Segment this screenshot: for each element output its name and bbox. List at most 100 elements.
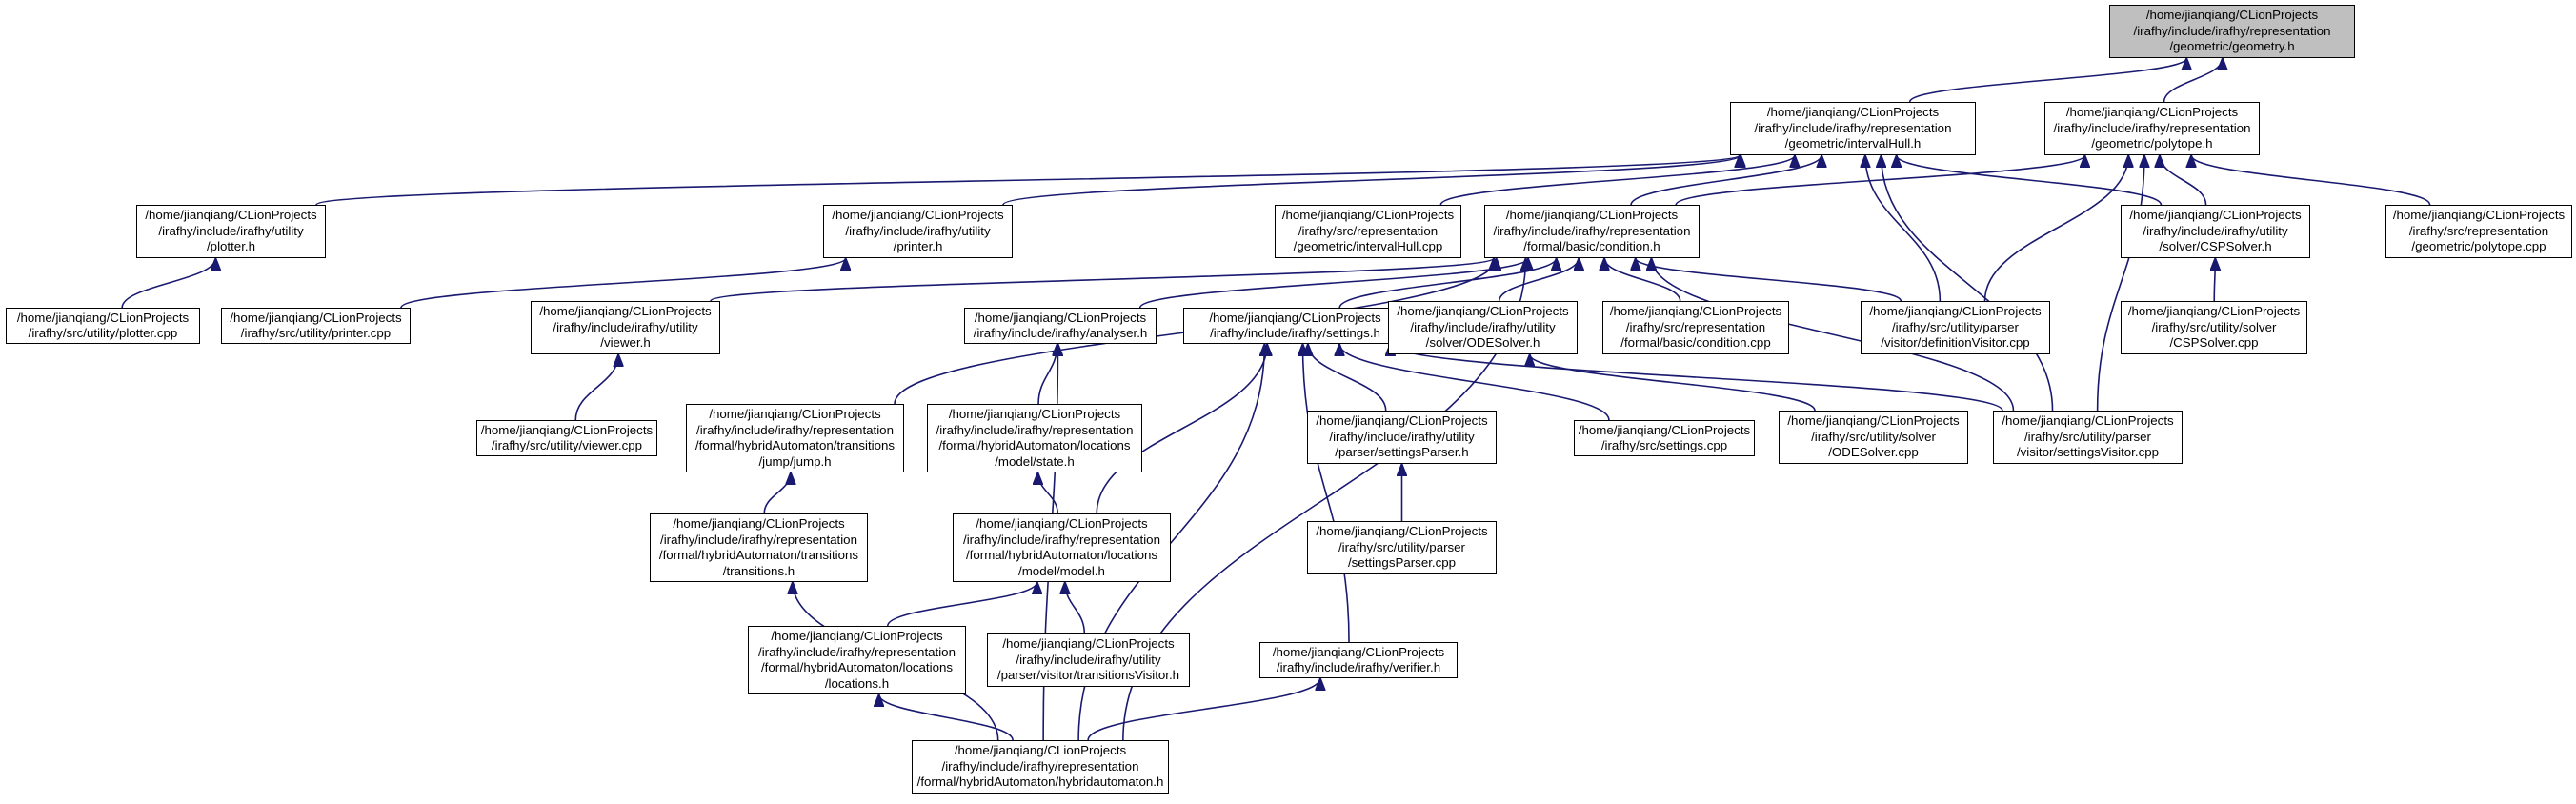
edge-printer-cpp-to-printer-h xyxy=(400,258,846,309)
node-label-line: /home/jianqiang/CLionProjects xyxy=(948,407,1121,421)
edge-odesolver-cpp-to-odesolver-h xyxy=(1530,354,1816,412)
node-condition-cpp[interactable]: /home/jianqiang/CLionProjects/irafhy/src… xyxy=(1602,301,1789,354)
edge-plotter-cpp-to-plotter-h xyxy=(121,258,215,309)
node-label-line: /irafhy/include/irafhy/utility xyxy=(1329,429,1475,444)
node-cspsolver-cpp[interactable]: /home/jianqiang/CLionProjects/irafhy/src… xyxy=(2121,301,2307,354)
node-viewer-cpp[interactable]: /home/jianqiang/CLionProjects/irafhy/src… xyxy=(476,420,657,456)
node-label-line: /transitions.h xyxy=(722,563,795,578)
edge-settingsvisitor-to-polytope xyxy=(2096,155,2144,412)
node-model-h[interactable]: /home/jianqiang/CLionProjects/irafhy/inc… xyxy=(953,513,1171,582)
edge-polytope-to-geometry xyxy=(2163,58,2223,103)
node-label-line: /irafhy/src/settings.cpp xyxy=(1600,438,1728,452)
node-label-line: /home/jianqiang/CLionProjects xyxy=(1578,422,1751,437)
node-locations-h[interactable]: /home/jianqiang/CLionProjects/irafhy/inc… xyxy=(748,626,966,694)
node-settings-h[interactable]: /home/jianqiang/CLionProjects/irafhy/inc… xyxy=(1183,308,1407,344)
node-label-line: /irafhy/src/representation xyxy=(1625,319,1766,334)
edge-model-h-to-state-h xyxy=(1037,472,1059,514)
node-label-line: /irafhy/include/irafhy/utility xyxy=(2143,223,2288,238)
node-label-line: /home/jianqiang/CLionProjects xyxy=(539,304,712,319)
node-label-line: /home/jianqiang/CLionProjects xyxy=(1281,208,1455,223)
node-label-line: /home/jianqiang/CLionProjects xyxy=(1316,413,1488,429)
node-odesolver-cpp[interactable]: /home/jianqiang/CLionProjects/irafhy/src… xyxy=(1779,411,1968,464)
node-printer-h[interactable]: /home/jianqiang/CLionProjects/irafhy/inc… xyxy=(823,205,1013,258)
node-polytope-cpp[interactable]: /home/jianqiang/CLionProjects/irafhy/src… xyxy=(2385,205,2572,258)
node-label-line: /parser/visitor/transitionsVisitor.h xyxy=(996,668,1180,683)
node-label-line: /irafhy/include/irafhy/verifier.h xyxy=(1276,660,1441,674)
node-label-line: /formal/hybridAutomaton/transitions xyxy=(694,438,896,452)
node-label-line: /irafhy/include/irafhy/representation xyxy=(936,422,1134,437)
edge-condition-h-to-polytope xyxy=(1675,155,2084,206)
node-transitions-h[interactable]: /home/jianqiang/CLionProjects/irafhy/inc… xyxy=(650,513,868,582)
node-label-line: /home/jianqiang/CLionProjects xyxy=(145,208,317,223)
edge-transitionsvisitor-to-model-h xyxy=(1065,582,1086,634)
node-label-line: /irafhy/src/utility/printer.cpp xyxy=(240,326,392,340)
node-label-line: /irafhy/include/irafhy/representation xyxy=(2133,23,2331,38)
node-cspsolver-h[interactable]: /home/jianqiang/CLionProjects/irafhy/inc… xyxy=(2121,205,2310,258)
node-polytope[interactable]: /home/jianqiang/CLionProjects/irafhy/inc… xyxy=(2044,102,2260,155)
node-odesolver-h[interactable]: /home/jianqiang/CLionProjects/irafhy/inc… xyxy=(1388,301,1578,354)
node-intervalhull-cpp[interactable]: /home/jianqiang/CLionProjects/irafhy/src… xyxy=(1275,205,1461,258)
node-label-line: /home/jianqiang/CLionProjects xyxy=(954,743,1127,758)
node-verifier-h[interactable]: /home/jianqiang/CLionProjects/irafhy/inc… xyxy=(1259,642,1458,678)
node-label-line: /irafhy/src/utility/solver xyxy=(1811,429,1936,444)
node-label-line: /irafhy/include/irafhy/representation xyxy=(963,532,1160,547)
node-label-line: /irafhy/include/irafhy/representation xyxy=(1493,223,1691,238)
node-label-line: /ODESolver.cpp xyxy=(1828,445,1919,460)
node-label-line: /irafhy/include/irafhy/analyser.h xyxy=(973,326,1148,340)
node-label-line: /irafhy/src/utility/parser xyxy=(2023,429,2151,444)
edge-settings-h-to-condition-h xyxy=(1338,258,1556,309)
node-label-line: /home/jianqiang/CLionProjects xyxy=(1209,310,1381,325)
node-label-line: /geometric/polytope.cpp xyxy=(2411,239,2546,254)
node-label-line: /irafhy/include/irafhy/representation xyxy=(941,758,1139,774)
node-label-line: /home/jianqiang/CLionProjects xyxy=(974,310,1147,325)
edge-settingsparser-h-to-settings-h xyxy=(1308,344,1387,412)
edge-condition-cpp-to-condition-h xyxy=(1604,258,1681,302)
edge-model-h-to-settings-h xyxy=(1096,344,1267,514)
node-label-line: /irafhy/include/irafhy/utility xyxy=(1016,652,1161,667)
node-label-line: /viewer.h xyxy=(600,335,651,351)
node-geometry: /home/jianqiang/CLionProjects/irafhy/inc… xyxy=(2109,5,2355,58)
node-label-line: /formal/hybridAutomaton/transitions xyxy=(658,548,859,562)
node-label-line: /home/jianqiang/CLionProjects xyxy=(230,310,402,325)
node-label-line: /geometric/intervalHull.h xyxy=(1784,136,1922,151)
node-label-line: /irafhy/include/irafhy/settings.h xyxy=(1210,326,1380,340)
node-label-line: /home/jianqiang/CLionProjects xyxy=(480,422,654,437)
node-intervalhull[interactable]: /home/jianqiang/CLionProjects/irafhy/inc… xyxy=(1730,102,1976,155)
node-label-line: /visitor/definitionVisitor.cpp xyxy=(1881,335,2030,351)
node-label-line: /irafhy/include/irafhy/representation xyxy=(660,532,857,547)
node-hybridautomaton-h[interactable]: /home/jianqiang/CLionProjects/irafhy/inc… xyxy=(912,740,1169,794)
node-label-line: /home/jianqiang/CLionProjects xyxy=(1787,413,1960,429)
node-plotter-cpp[interactable]: /home/jianqiang/CLionProjects/irafhy/src… xyxy=(6,308,200,344)
edge-cspsolver-h-to-polytope xyxy=(2160,155,2207,206)
edge-intervalhull-to-geometry xyxy=(1908,58,2187,103)
node-label-line: /home/jianqiang/CLionProjects xyxy=(1397,304,1569,319)
node-printer-cpp[interactable]: /home/jianqiang/CLionProjects/irafhy/src… xyxy=(221,308,411,344)
edge-settingsvisitor-to-intervalhull xyxy=(1882,155,2054,412)
edge-locations-h-to-model-h xyxy=(886,582,1037,627)
node-jump-h[interactable]: /home/jianqiang/CLionProjects/irafhy/inc… xyxy=(686,404,904,472)
node-label-line: /irafhy/include/irafhy/utility xyxy=(553,319,698,334)
node-condition-h[interactable]: /home/jianqiang/CLionProjects/irafhy/inc… xyxy=(1484,205,1700,258)
node-label-line: /home/jianqiang/CLionProjects xyxy=(2145,8,2319,23)
node-state-h[interactable]: /home/jianqiang/CLionProjects/irafhy/inc… xyxy=(927,404,1142,472)
node-label-line: /home/jianqiang/CLionProjects xyxy=(1505,208,1679,223)
node-viewer-h[interactable]: /home/jianqiang/CLionProjects/irafhy/inc… xyxy=(531,301,720,354)
node-label-line: /home/jianqiang/CLionProjects xyxy=(1766,105,1940,120)
node-label-line: /formal/basic/condition.cpp xyxy=(1620,335,1771,351)
node-analyser-h[interactable]: /home/jianqiang/CLionProjects/irafhy/inc… xyxy=(964,308,1157,344)
node-settingsvisitor[interactable]: /home/jianqiang/CLionProjects/irafhy/src… xyxy=(1993,411,2183,464)
node-label-line: /settingsParser.cpp xyxy=(1347,555,1457,571)
node-label-line: /irafhy/include/irafhy/representation xyxy=(696,422,894,437)
node-settings-cpp[interactable]: /home/jianqiang/CLionProjects/irafhy/src… xyxy=(1574,420,1755,456)
node-label-line: /irafhy/include/irafhy/representation xyxy=(2053,120,2251,135)
node-settingsparser-h[interactable]: /home/jianqiang/CLionProjects/irafhy/inc… xyxy=(1307,411,1497,464)
node-label-line: /home/jianqiang/CLionProjects xyxy=(771,629,943,643)
node-transitionsvisitor[interactable]: /home/jianqiang/CLionProjects/irafhy/inc… xyxy=(987,633,1190,687)
node-label-line: /home/jianqiang/CLionProjects xyxy=(1316,524,1488,539)
node-label-line: /irafhy/include/irafhy/utility xyxy=(845,223,991,238)
node-plotter-h[interactable]: /home/jianqiang/CLionProjects/irafhy/inc… xyxy=(136,205,326,258)
node-definitionvisitor[interactable]: /home/jianqiang/CLionProjects/irafhy/src… xyxy=(1861,301,2050,354)
node-label-line: /irafhy/src/utility/solver xyxy=(2151,319,2277,334)
node-settingsparser-cpp[interactable]: /home/jianqiang/CLionProjects/irafhy/src… xyxy=(1307,521,1497,574)
